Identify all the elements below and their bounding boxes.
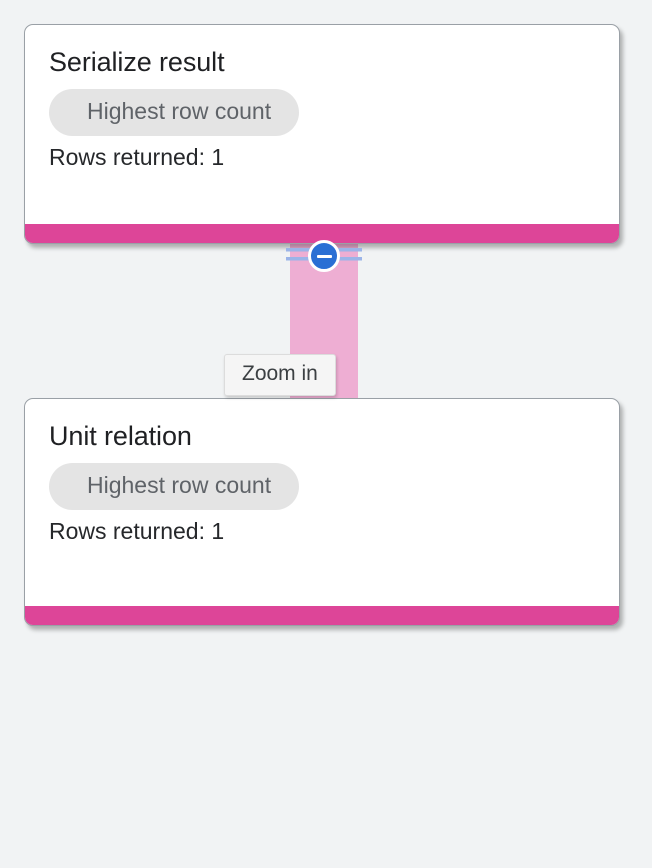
zoom-in-tooltip: Zoom in [224, 354, 336, 397]
plan-node-title: Serialize result [49, 47, 225, 77]
plan-node-rows-returned: Rows returned: 1 [49, 518, 225, 545]
plan-node-body: Unit relation Highest row count Rows ret… [25, 399, 619, 606]
minus-glyph [316, 254, 332, 258]
plan-node-title: Unit relation [49, 421, 192, 451]
plan-node-card[interactable]: Serialize result Highest row count Rows … [24, 24, 620, 244]
plan-node-card[interactable]: Unit relation Highest row count Rows ret… [24, 398, 620, 626]
minus-circle-icon[interactable] [308, 240, 340, 272]
plan-node-rows-returned: Rows returned: 1 [49, 144, 225, 171]
plan-node-footer-bar [25, 224, 619, 243]
plan-node-footer-bar [25, 606, 619, 625]
plan-node-chip-badge: Highest row count [49, 89, 300, 137]
parallel-lines-icon [286, 248, 362, 261]
plan-node-chip-badge: Highest row count [49, 463, 300, 511]
collapse-control[interactable] [286, 238, 362, 274]
plan-node-body: Serialize result Highest row count Rows … [25, 25, 619, 224]
